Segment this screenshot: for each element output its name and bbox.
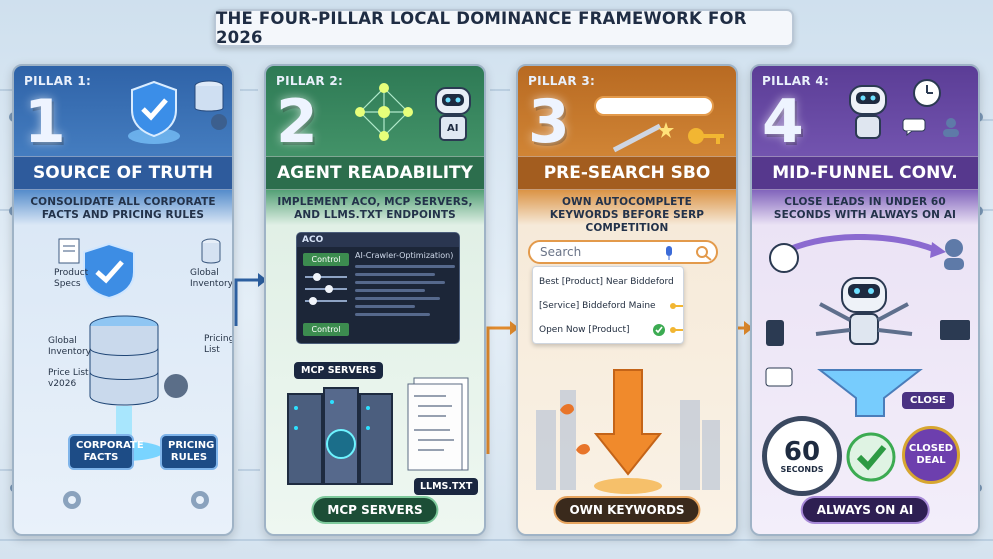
pillar-4-label: PILLAR 4: bbox=[762, 74, 830, 88]
global-inventory-label: Global Inventory bbox=[190, 268, 233, 289]
timer-unit: SECONDS bbox=[780, 464, 824, 474]
pillar-1-label: PILLAR 1: bbox=[24, 74, 92, 88]
pillar-4-number: 4 bbox=[762, 87, 804, 157]
user-icon bbox=[943, 118, 959, 137]
pillar-2-label: PILLAR 2: bbox=[276, 74, 344, 88]
pillar-4-badge: ALWAYS ON AI bbox=[800, 496, 930, 524]
pillar-1-card: PILLAR 1: 1 SOURCE OF TRUTH CONSOLIDATE … bbox=[12, 64, 234, 536]
pillar-2-card: PILLAR 2: 2 AI AGENT READABILITY IMPLEME… bbox=[264, 64, 486, 536]
slider-controls[interactable] bbox=[303, 271, 349, 315]
aco-code-window: ACO Control AI-Crawler-Optimization) Con… bbox=[296, 232, 460, 344]
pillar-4-card: PILLAR 4: 4 MID-FUNNEL CONV. CLOSE LEADS… bbox=[750, 64, 980, 536]
microphone-icon[interactable] bbox=[664, 245, 674, 261]
arrow-2-to-3 bbox=[486, 321, 519, 454]
pillar-3-description: OWN AUTOCOMPLETE KEYWORDS BEFORE SERP CO… bbox=[549, 196, 705, 234]
check-icon bbox=[653, 324, 665, 336]
pillar-3-heading: PRE-SEARCH SBO bbox=[518, 156, 736, 190]
pillar-2-heading: AGENT READABILITY bbox=[266, 156, 484, 190]
suggestion-item[interactable]: [Service] Biddeford Maine bbox=[539, 301, 656, 311]
pillar-2-badge: MCP SERVERS bbox=[311, 496, 439, 524]
aco-window-title: ACO bbox=[297, 233, 459, 247]
control-button-bottom[interactable]: Control bbox=[303, 323, 349, 336]
pillar-2-description: IMPLEMENT ACO, MCP SERVERS, AND LLMS.TXT… bbox=[277, 196, 473, 221]
closed-deal-badge: CLOSED DEAL bbox=[902, 426, 960, 484]
check-badge-icon bbox=[846, 432, 896, 482]
mcp-servers-label: MCP SERVERS bbox=[294, 362, 384, 379]
gear-icon bbox=[63, 491, 81, 509]
pillar-3-card: PILLAR 3: 3 PRE-SEARCH SBO OWN AUTOCOMPL… bbox=[516, 64, 738, 536]
key-icon bbox=[670, 303, 683, 309]
pillar-1-number: 1 bbox=[24, 87, 66, 157]
search-icon[interactable] bbox=[694, 244, 714, 262]
pillar-3-number: 3 bbox=[528, 87, 570, 157]
robot-agent-icon bbox=[849, 85, 887, 139]
header-search-bar bbox=[594, 96, 714, 116]
timer-value: 60 bbox=[783, 436, 821, 467]
suggestion-item[interactable]: Open Now [Product] bbox=[539, 325, 630, 335]
shield-check-icon bbox=[128, 80, 180, 144]
document-icon bbox=[58, 238, 80, 264]
pillar-4-heading: MID-FUNNEL CONV. bbox=[752, 156, 978, 190]
suggestion-item[interactable]: Best [Product] Near Biddeford bbox=[539, 277, 674, 287]
llms-txt-label: LLMS.TXT bbox=[414, 478, 479, 495]
code-lines bbox=[355, 265, 455, 321]
pillar-2-number: 2 bbox=[276, 87, 318, 157]
arrow-1-to-2 bbox=[234, 273, 267, 326]
funnel-robot-illustration bbox=[765, 234, 970, 417]
pillar-3-badge: OWN KEYWORDS bbox=[553, 496, 701, 524]
clock-icon bbox=[913, 79, 941, 107]
product-specs-label: Product Specs bbox=[54, 268, 89, 289]
framework-title: THE FOUR-PILLAR LOCAL DOMINANCE FRAMEWOR… bbox=[214, 9, 794, 47]
corporate-facts-tag: CORPORATE FACTS bbox=[68, 434, 144, 470]
magic-wand-icon bbox=[612, 122, 674, 153]
aco-window-subtitle: AI-Crawler-Optimization) bbox=[355, 251, 454, 260]
neural-network-icon bbox=[355, 83, 413, 141]
database-icon bbox=[194, 80, 227, 130]
sixty-second-timer: 60 SECONDS bbox=[762, 416, 842, 496]
search-input[interactable]: Search bbox=[528, 240, 718, 264]
pillar-3-label: PILLAR 3: bbox=[528, 74, 596, 88]
ai-chip-label: AI bbox=[447, 123, 459, 134]
chat-bubble-icon bbox=[902, 118, 926, 136]
pricing-list-label: Pricing List bbox=[204, 334, 234, 355]
endpoints-document-icon bbox=[407, 377, 469, 471]
pillar-4-description: CLOSE LEADS IN UNDER 60 SECONDS WITH ALW… bbox=[773, 196, 957, 221]
close-label: CLOSE bbox=[902, 392, 954, 409]
pillar-1-heading: SOURCE OF TRUTH bbox=[14, 156, 232, 190]
pricing-rules-tag: PRICING RULES bbox=[160, 434, 218, 470]
city-down-arrow-illustration bbox=[536, 369, 720, 494]
pillar-1-description: CONSOLIDATE ALL CORPORATE FACTS AND PRIC… bbox=[30, 196, 216, 221]
control-button-top[interactable]: Control bbox=[303, 253, 349, 266]
key-icon bbox=[670, 327, 683, 333]
price-list-label: Price List v2026 bbox=[48, 368, 89, 389]
database-small-icon bbox=[201, 238, 221, 264]
robot-icon bbox=[435, 87, 471, 141]
key-icon bbox=[688, 128, 724, 144]
global-inventory-left-label: Global Inventory bbox=[48, 336, 91, 357]
server-rack-icon bbox=[287, 387, 393, 485]
autocomplete-suggestions: Best [Product] Near Biddeford [Service] … bbox=[532, 266, 684, 344]
settings-icon bbox=[191, 491, 209, 509]
